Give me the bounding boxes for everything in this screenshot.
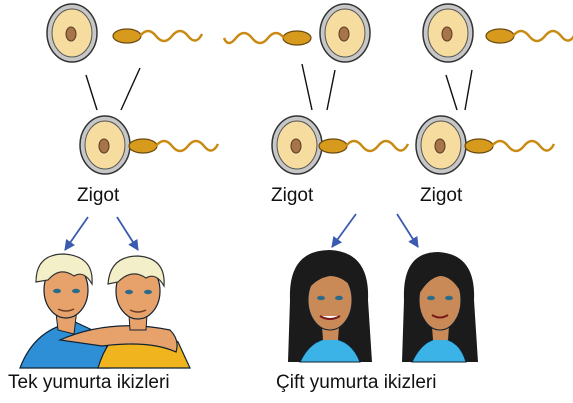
egg-cell-icon [423,4,473,62]
sperm-cell-icon [319,139,408,153]
zygote-icon [272,116,322,174]
identical-twins-illustration [20,254,190,368]
connector-lines [86,64,472,110]
identical-twins-caption: Tek yumurta ikizleri [8,372,170,394]
sperm-cell-icon [129,139,218,153]
zygote-label-right: Zigot [420,185,462,207]
zygote-label-left: Zigot [77,185,119,207]
sperm-cell-icon [465,139,554,153]
fraternal-twins-caption: Çift yumurta ikizleri [276,372,436,394]
arrows [65,214,418,250]
egg-cell-icon [47,4,97,62]
sperm-cell-icon [224,31,311,45]
sperm-cell-icon [113,29,202,43]
zygote-label-middle: Zigot [271,185,313,207]
zygote-icon [416,116,466,174]
egg-cell-icon [320,4,370,62]
sperm-cell-icon [486,29,573,43]
zygote-icon [80,116,130,174]
fraternal-twins-illustration [288,250,478,362]
